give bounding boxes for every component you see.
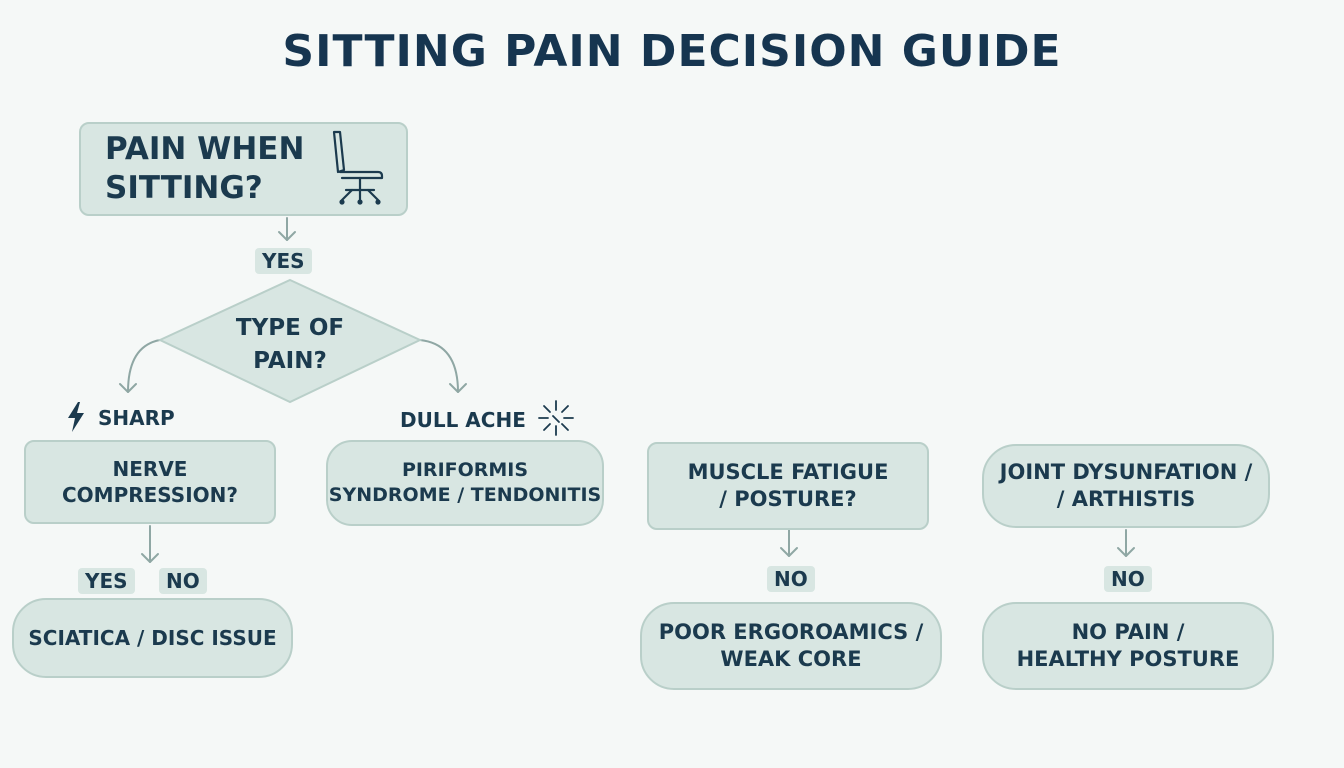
- arrowhead: [1117, 547, 1135, 557]
- node-joint-dysfunction: JOINT DYSUNFATION / / ARTHISTIS: [982, 444, 1270, 528]
- node-label: SCIATICA / DISC ISSUE: [28, 626, 277, 650]
- sharp-label: SHARP: [98, 406, 175, 430]
- connector-sharp: [127, 339, 161, 393]
- connector-dull: [419, 339, 459, 393]
- yes-label-nerve: YES: [78, 568, 135, 594]
- dull-ache-label: DULL ACHE: [400, 408, 526, 432]
- node-sciatica-disc-issue: SCIATICA / DISC ISSUE: [12, 598, 293, 678]
- arrowhead: [780, 547, 798, 557]
- no-label-muscle: NO: [767, 566, 815, 592]
- lightning-bolt-icon: [68, 402, 84, 432]
- page-title: SITTING PAIN DECISION GUIDE: [282, 26, 1062, 77]
- node-type-of-pain: TYPE OF PAIN?: [235, 315, 345, 375]
- decision-diamond: [157, 278, 423, 404]
- node-pain-when-sitting: PAIN WHEN SITTING?: [79, 122, 408, 216]
- office-chair-icon: [332, 130, 384, 205]
- no-label-nerve: NO: [159, 568, 207, 594]
- arrowhead: [278, 231, 296, 241]
- node-label: NERVE COMPRESSION?: [62, 457, 238, 507]
- node-label: MUSCLE FATIGUE / POSTURE?: [687, 459, 889, 511]
- node-label: JOINT DYSUNFATION / / ARTHISTIS: [999, 459, 1253, 511]
- no-label-joint: NO: [1104, 566, 1152, 592]
- node-label: PAIN WHEN SITTING?: [105, 131, 305, 206]
- node-label: POOR ERGOROAMICS / WEAK CORE: [658, 619, 924, 671]
- node-label: PIRIFORMIS SYNDROME / TENDONITIS: [328, 459, 602, 506]
- node-label: NO PAIN / HEALTHY POSTURE: [1016, 619, 1240, 671]
- yes-label-start: YES: [255, 248, 312, 274]
- starburst-icon: [538, 400, 574, 436]
- arrowhead: [141, 553, 159, 563]
- arrowhead: [449, 383, 467, 393]
- node-muscle-fatigue: MUSCLE FATIGUE / POSTURE?: [647, 442, 929, 530]
- node-nerve-compression: NERVE COMPRESSION?: [24, 440, 276, 524]
- node-poor-ergonomics: POOR ERGOROAMICS / WEAK CORE: [640, 602, 942, 690]
- node-piriformis-syndrome: PIRIFORMIS SYNDROME / TENDONITIS: [326, 440, 604, 526]
- arrowhead: [119, 383, 137, 393]
- node-healthy-posture: NO PAIN / HEALTHY POSTURE: [982, 602, 1274, 690]
